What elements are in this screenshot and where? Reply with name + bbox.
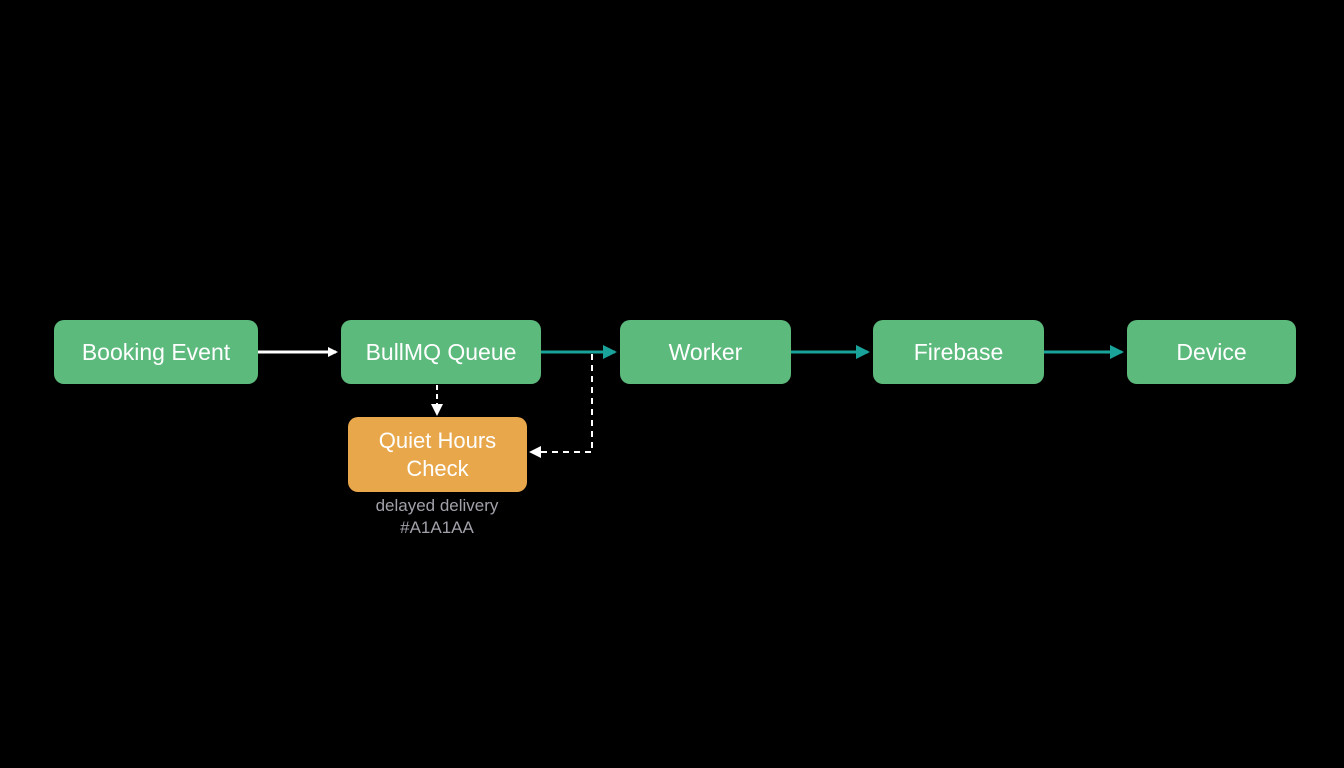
- booking-event-node: Booking Event: [54, 320, 258, 384]
- worker-node: Worker: [620, 320, 791, 384]
- bullmq-queue-label: BullMQ Queue: [365, 339, 517, 365]
- firebase-node: Firebase: [873, 320, 1044, 384]
- delayed-delivery-note: delayed delivery: [375, 496, 499, 515]
- firebase-label: Firebase: [913, 339, 1004, 365]
- device-node: Device: [1127, 320, 1296, 384]
- quiet-hours-check-label: Quiet Hours Check: [378, 427, 497, 481]
- quiet-hours-check-node: Quiet Hours Check: [348, 417, 527, 492]
- worker-label: Worker: [668, 339, 743, 365]
- booking-event-label: Booking Event: [81, 339, 231, 365]
- color-code-note: #A1A1AA: [400, 518, 474, 537]
- device-label: Device: [1176, 339, 1247, 365]
- bullmq-queue-node: BullMQ Queue: [341, 320, 541, 384]
